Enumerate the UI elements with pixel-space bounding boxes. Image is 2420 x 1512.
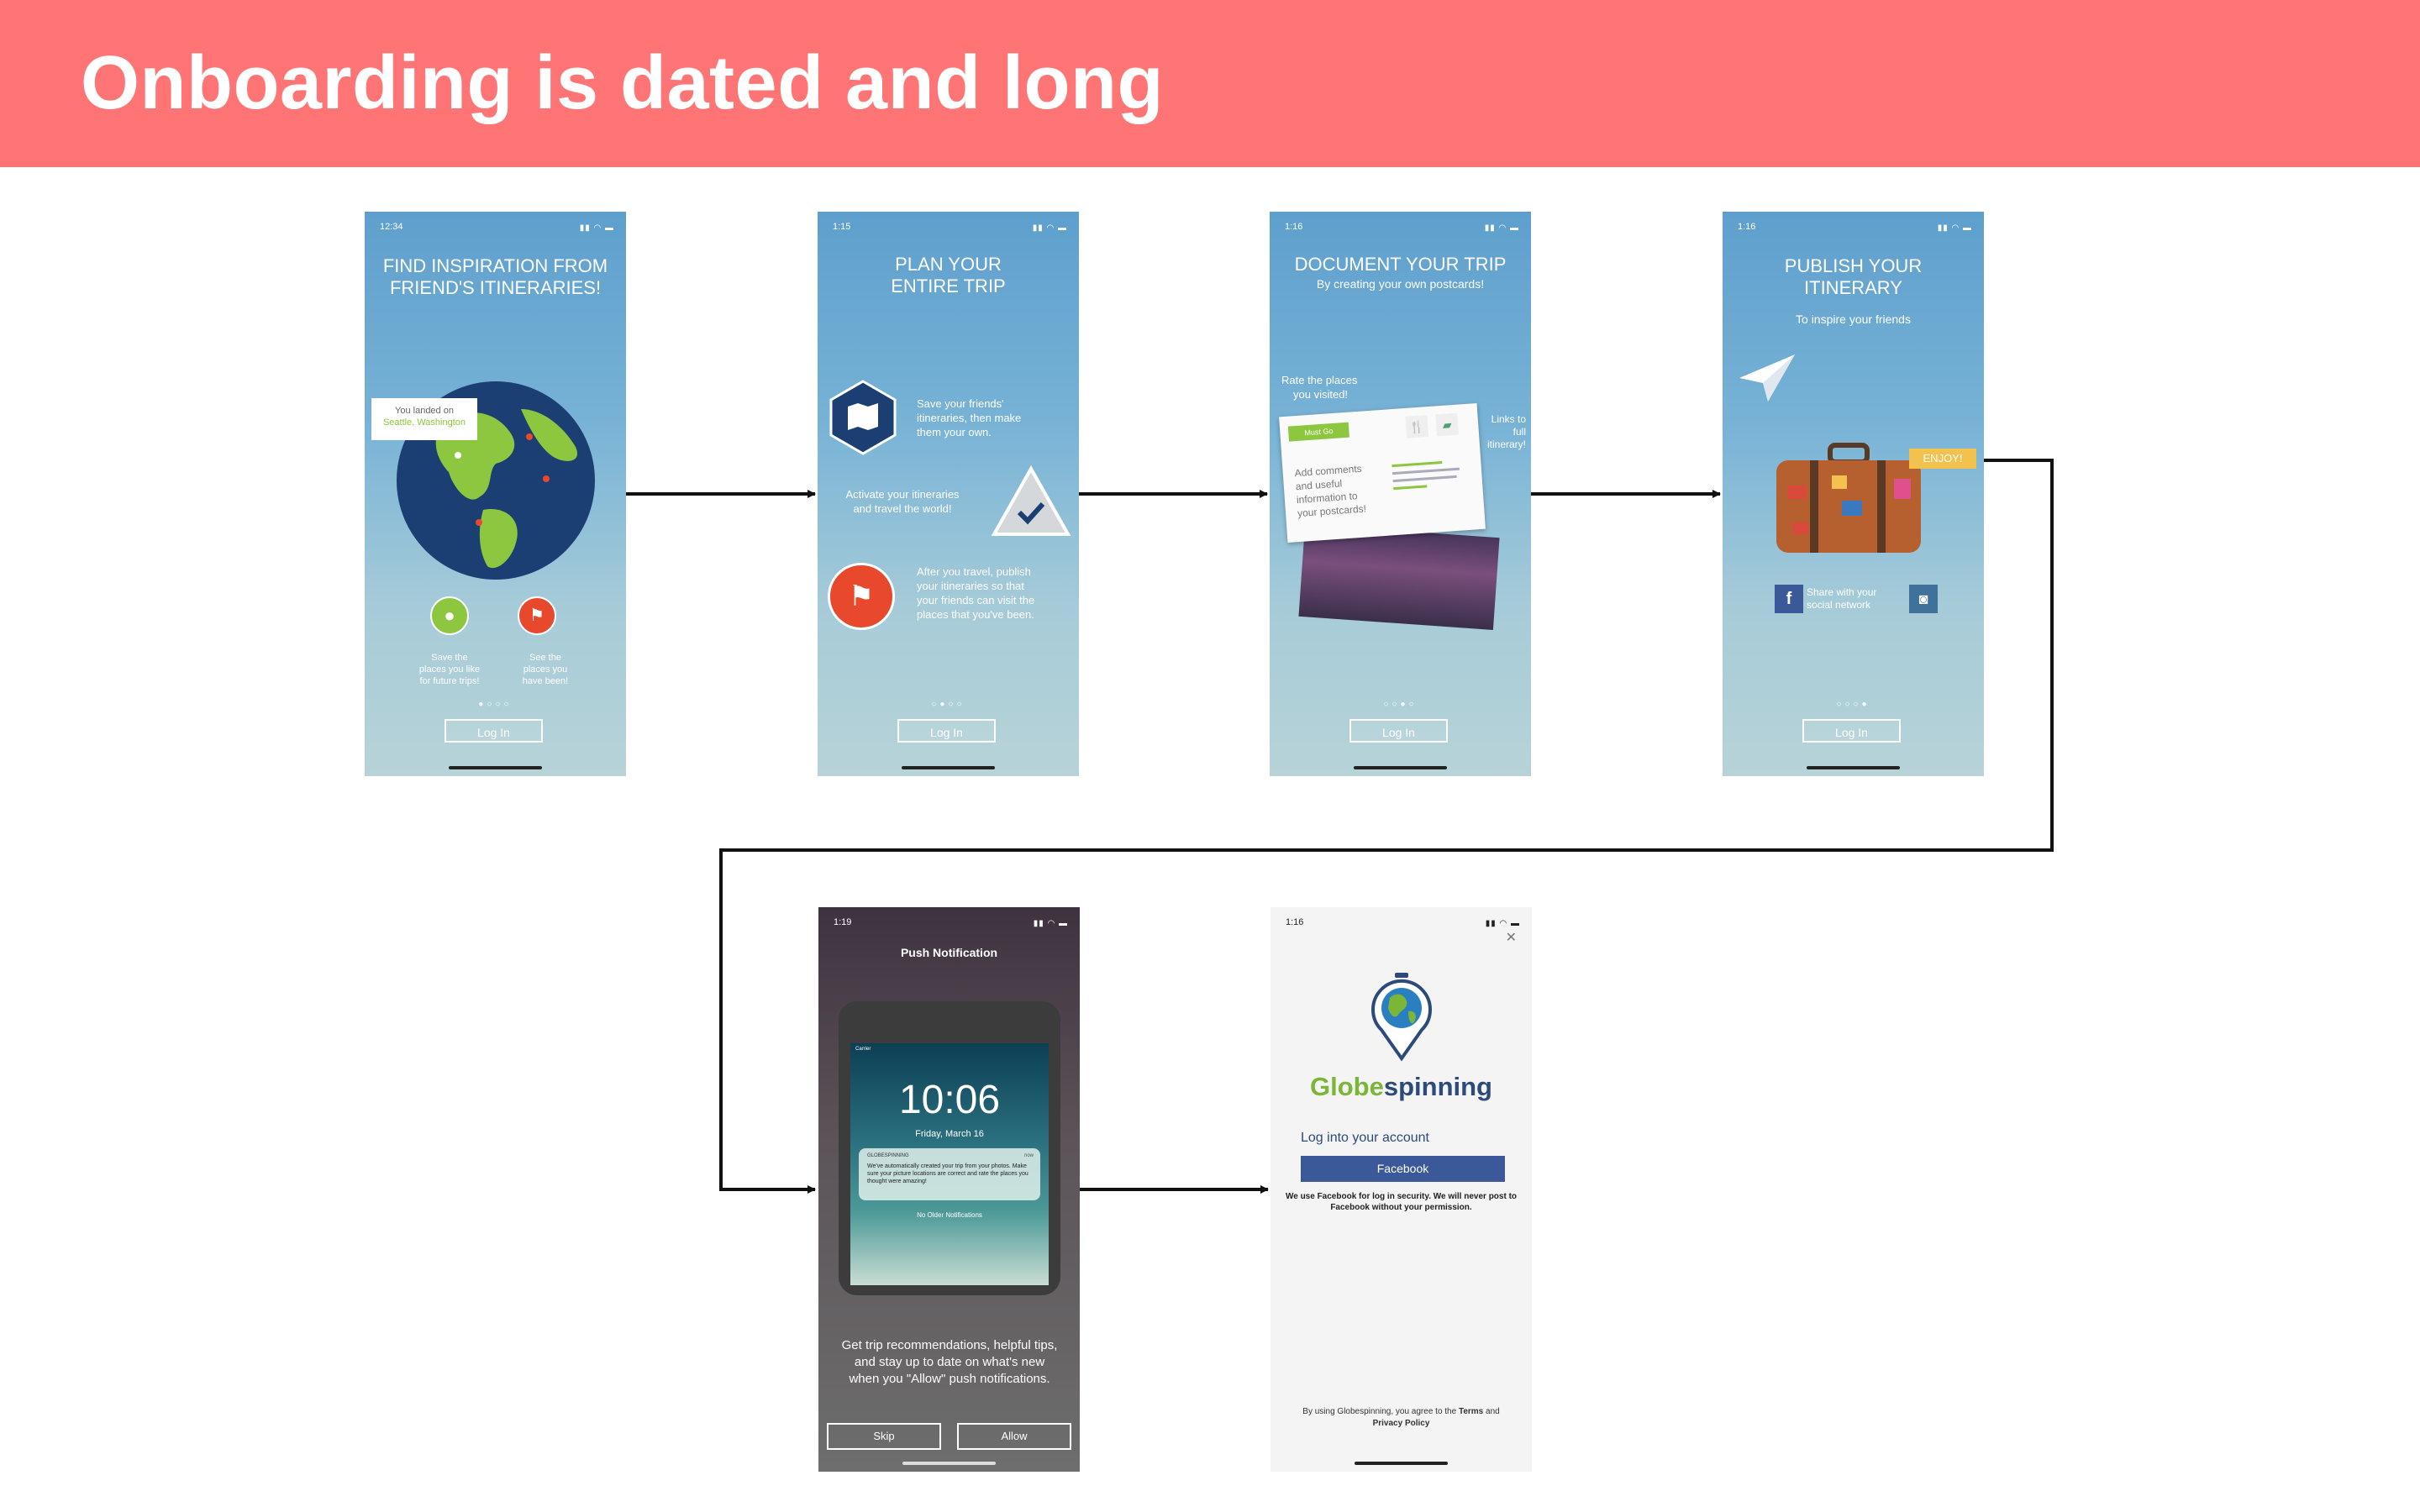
close-icon[interactable]: ✕ (1505, 931, 1517, 945)
home-indicator (1354, 766, 1447, 769)
brand-wordmark: Globespinning (1310, 1072, 1492, 1101)
status-bar: 1:15 ▮▮ ◠ ▬ (833, 222, 1067, 233)
must-go-tag: Must Go (1287, 422, 1349, 442)
screen-title: FIND INSPIRATION FROM FRIEND'S ITINERARI… (382, 255, 608, 298)
flag-icon: ⚑ (518, 596, 556, 635)
signal-icon: ▮▮ ◠ ▬ (1033, 919, 1068, 928)
share-text: Share with your social network (1807, 586, 1877, 611)
terms-text: By using Globespinning, you agree to the… (1302, 1407, 1500, 1428)
screen-publish-itinerary: 1:16 ▮▮ ◠ ▬ PUBLISH YOUR ITINERARY To in… (1723, 212, 1984, 776)
home-indicator (449, 766, 542, 769)
ticket-icon: ▰ (1435, 412, 1460, 437)
facebook-login-button[interactable]: Facebook (1301, 1156, 1505, 1182)
page-dots: ○○○● (1836, 700, 1870, 709)
status-bar: 12:34 ▮▮ ◠ ▬ (380, 222, 614, 233)
facebook-icon: f (1775, 585, 1803, 613)
screen-title: DOCUMENT YOUR TRIP (1294, 254, 1507, 275)
slide-title: Onboarding is dated and long (81, 41, 1164, 125)
notification-card: GLOBESPINNING now We've automatically cr… (859, 1148, 1040, 1200)
privacy-policy-link[interactable]: Privacy Policy (1372, 1419, 1430, 1428)
step-activate-text: Activate your itineraries and travel the… (845, 488, 960, 515)
screen-push-notification: 1:19 ▮▮ ◠ ▬ Push Notification Carrier 10… (818, 907, 1080, 1472)
fork-icon: 🍴 (1405, 415, 1429, 438)
save-places-text: Save the places you like for future trip… (418, 653, 481, 686)
comments-text: Add comments and useful information to y… (1294, 462, 1367, 520)
no-older-notifications: No Older Notifications (917, 1211, 982, 1219)
rate-places-text: Rate the places you visited! (1281, 374, 1358, 401)
page-dots: ●○○○ (478, 700, 513, 709)
location-tooltip: You landed on Seattle, Washington (371, 398, 477, 440)
screen-title: Push Notification (900, 946, 998, 959)
carrier-label: Carrier (855, 1047, 871, 1052)
screen-subtitle: By creating your own postcards! (1316, 277, 1485, 291)
map-icon (829, 380, 897, 455)
login-button[interactable]: Log In (1802, 719, 1901, 743)
lock-date: Friday, March 16 (915, 1129, 984, 1139)
terms-link[interactable]: Terms (1458, 1407, 1484, 1416)
status-bar: 1:16 ▮▮ ◠ ▬ (1285, 222, 1519, 233)
flag-icon: ⚑ (828, 563, 895, 630)
signal-icon: ▮▮ ◠ ▬ (579, 223, 614, 233)
screen-login: 1:16 ▮▮ ◠ ▬ ✕ Globespinning Log into you… (1270, 907, 1532, 1472)
notification-message: We've automatically created your trip fr… (867, 1163, 1028, 1184)
screen-plan-trip: 1:15 ▮▮ ◠ ▬ PLAN YOUR ENTIRE TRIP Save y… (818, 212, 1079, 776)
screen-subtitle: To inspire your friends (1796, 312, 1911, 326)
signal-icon: ▮▮ ◠ ▬ (1485, 919, 1520, 928)
login-button[interactable]: Log In (897, 719, 996, 743)
check-icon (991, 465, 1071, 536)
step-publish-text: After you travel, publish your itinerari… (917, 565, 1035, 621)
globe-pin-logo-icon (1371, 973, 1432, 1062)
home-indicator (902, 766, 995, 769)
instagram-icon: ◙ (1909, 585, 1938, 613)
pin-icon: ● (430, 596, 469, 635)
login-button[interactable]: Log In (1349, 719, 1448, 743)
skip-button[interactable]: Skip (827, 1423, 941, 1450)
login-button[interactable]: Log In (445, 719, 543, 743)
title-banner: Onboarding is dated and long (0, 0, 2420, 167)
status-bar: 1:16 ▮▮ ◠ ▬ (1286, 917, 1520, 928)
page-dots: ○●○○ (931, 700, 965, 709)
signal-icon: ▮▮ ◠ ▬ (1032, 223, 1067, 233)
home-indicator (1807, 766, 1900, 769)
enjoy-tag: ENJOY! (1909, 449, 1976, 469)
step-save-text: Save your friends' itineraries, then mak… (917, 397, 1022, 438)
status-bar: 1:19 ▮▮ ◠ ▬ (834, 917, 1068, 928)
home-indicator (902, 1462, 996, 1465)
home-indicator (1355, 1462, 1448, 1465)
lock-screen: Carrier 10:06 Friday, March 16 GLOBESPIN… (850, 1043, 1049, 1285)
screen-find-inspiration: 12:34 ▮▮ ◠ ▬ FIND INSPIRATION FROM FRIEN… (365, 212, 626, 776)
lock-screen-preview: Carrier 10:06 Friday, March 16 GLOBESPIN… (839, 1001, 1060, 1295)
lock-time: 10:06 (898, 1078, 1001, 1122)
screen-document-trip: 1:16 ▮▮ ◠ ▬ DOCUMENT YOUR TRIP By creati… (1270, 212, 1531, 776)
push-description: Get trip recommendations, helpful tips, … (841, 1338, 1058, 1386)
screen-title: PLAN YOUR ENTIRE TRIP (891, 254, 1006, 297)
postcard-card: Must Go 🍴 ▰ Add comments and useful info… (1279, 402, 1486, 543)
page-dots: ○○●○ (1383, 700, 1418, 709)
signal-icon: ▮▮ ◠ ▬ (1937, 223, 1972, 233)
notification-app: GLOBESPINNING (867, 1153, 909, 1158)
paper-plane-icon (1739, 354, 1795, 402)
login-heading: Log into your account (1301, 1131, 1429, 1145)
postcard-photo (1298, 524, 1500, 630)
see-places-text: See the places you have been! (522, 653, 569, 686)
detail-lines (1392, 454, 1470, 495)
notification-time: now (1023, 1153, 1034, 1158)
suitcase-icon (1776, 443, 1921, 553)
facebook-disclaimer: We use Facebook for log in security. We … (1285, 1192, 1518, 1212)
status-bar: 1:16 ▮▮ ◠ ▬ (1738, 222, 1972, 233)
screen-title: PUBLISH YOUR ITINERARY (1784, 255, 1923, 298)
links-text: Links to full itinerary! (1486, 413, 1526, 450)
allow-button[interactable]: Allow (957, 1423, 1071, 1450)
signal-icon: ▮▮ ◠ ▬ (1484, 223, 1519, 233)
